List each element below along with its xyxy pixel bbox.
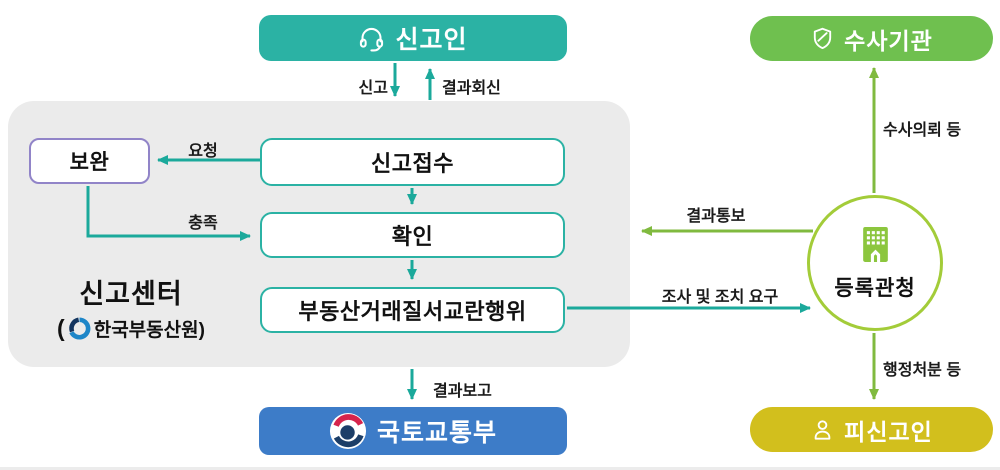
node-report-receipt: 신고접수	[260, 138, 565, 186]
edge-label-result-report: 결과보고	[433, 383, 492, 400]
report-center-org-line: ( 한국부동산원)	[26, 315, 236, 342]
node-reported-person: 피신고인	[750, 407, 993, 452]
bottom-edge-line	[0, 467, 1000, 470]
investigation-label: 수사기관	[844, 27, 933, 54]
edge-label-admin-action: 행정처분 등	[883, 362, 962, 379]
paren-open: (	[57, 315, 65, 341]
molit-logo-icon	[329, 412, 367, 450]
headset-icon	[360, 27, 384, 51]
edge-label-result-notice: 결과통보	[686, 208, 746, 225]
supplement-label: 보완	[69, 151, 110, 174]
edge-label-result-reply: 결과회신	[442, 80, 501, 97]
kreb-logo-icon	[69, 317, 91, 340]
building-icon	[862, 227, 888, 262]
org-name: 한국부동산원)	[93, 320, 205, 341]
node-investigation-agency: 수사기관	[750, 16, 993, 61]
edge-label-satisfy: 충족	[188, 215, 218, 232]
reporter-label: 신고인	[395, 26, 468, 54]
registry-label: 등록관청	[834, 277, 916, 300]
edge-label-investigation-referral: 수사의뢰 등	[883, 122, 962, 139]
edge-label-investigate-request: 조사 및 조치 요구	[661, 289, 779, 306]
edge-label-report: 신고	[358, 80, 388, 97]
node-molit: 국토교통부	[259, 407, 567, 455]
report-center-caption: 신고센터 ( 한국부동산원)	[26, 272, 236, 342]
edge-label-request: 요청	[188, 143, 218, 160]
receipt-label: 신고접수	[371, 151, 454, 176]
node-supplement: 보완	[29, 138, 150, 184]
shield-icon	[814, 27, 832, 50]
molit-label: 국토교통부	[376, 419, 497, 447]
node-reporter: 신고인	[259, 15, 567, 61]
node-violation: 부동산거래질서교란행위	[260, 287, 565, 333]
node-registry-office: 등록관청	[807, 195, 943, 331]
person-icon	[814, 420, 831, 440]
reported-label: 피신고인	[844, 418, 933, 445]
node-confirm: 확인	[260, 212, 565, 258]
report-center-title: 신고센터	[79, 279, 183, 309]
confirm-label: 확인	[391, 224, 434, 249]
violation-label: 부동산거래질서교란행위	[298, 299, 527, 324]
